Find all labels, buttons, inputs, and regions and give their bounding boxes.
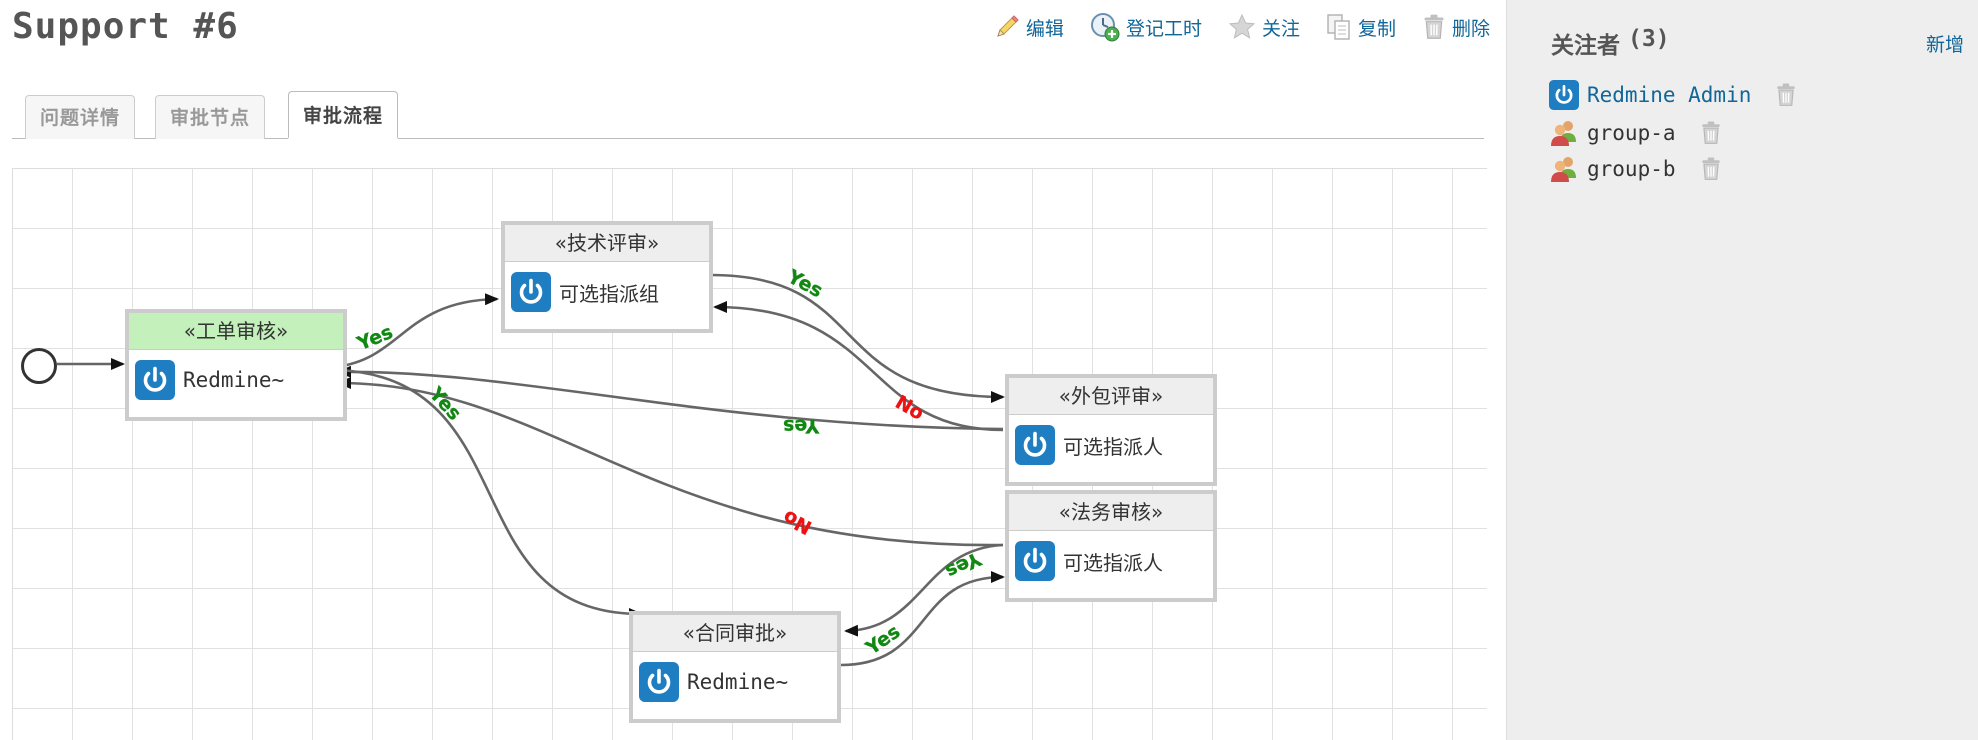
link-n1-n2 [334,293,499,369]
node-legal-review[interactable]: «法务审核» 可选指派人 [1005,490,1217,602]
issue-tabs: 问题详情 审批节点 审批流程 [12,90,1484,139]
watchers-title: 关注者 (3) [1551,26,1670,60]
tab-approval-nodes[interactable]: 审批节点 [155,95,266,139]
node-outsource-review[interactable]: «外包评审» 可选指派人 [1005,374,1217,486]
link-n2-n3 [710,273,1005,403]
link-n1-n5 [337,368,643,620]
copy-link[interactable]: 复制 [1326,13,1396,41]
clock-add-icon [1090,13,1120,42]
delete-link[interactable]: 删除 [1422,14,1490,41]
watchers-title-text: 关注者 [1551,33,1620,59]
watchers-count: (3) [1628,26,1670,52]
star-icon [1228,13,1256,39]
edit-label: 编辑 [1025,17,1064,40]
pencil-icon [997,15,1019,37]
power-icon [1549,80,1579,110]
watcher-name[interactable]: Redmine Admin [1587,83,1752,107]
node-assignee: Redmine~ [183,368,285,392]
watch-label: 关注 [1261,17,1300,40]
watcher-item: group-a [1549,116,1722,150]
node-assignee: 可选指派人 [1063,434,1163,459]
watcher-item: group-b [1549,152,1722,186]
workflow-diagram: «工单审核» Redmine~ «技术评审» 可选指派组 «外包评审» 可选指派… [12,168,1487,740]
watcher-name: group-b [1587,157,1676,181]
link-n3-n2 [713,301,1004,432]
node-stereotype: «技术评审» [505,225,709,262]
link-n5-n4 [840,571,1005,667]
power-icon [511,272,551,312]
link-n4-n1 [337,377,1004,547]
group-icon [1549,154,1579,184]
node-stereotype: «法务审核» [1009,494,1213,531]
power-icon [1015,425,1055,465]
group-icon [1549,118,1579,148]
node-stereotype: «工单审核» [129,313,343,350]
power-icon [639,662,679,702]
trash-icon [1422,14,1446,40]
node-assignee: Redmine~ [687,670,789,694]
trash-icon[interactable] [1700,157,1722,181]
add-watcher-link[interactable]: 新增 [1925,34,1964,56]
log-time-label: 登记工时 [1125,17,1202,40]
watcher-item: Redmine Admin [1549,78,1797,112]
copy-label: 复制 [1357,17,1396,40]
watcher-name: group-a [1587,121,1676,145]
log-time-link[interactable]: 登记工时 [1090,12,1202,42]
workflow-links [57,273,1005,667]
node-assignee: 可选指派人 [1063,550,1163,575]
node-stereotype: «合同审批» [633,615,837,652]
trash-icon[interactable] [1700,121,1722,145]
copy-icon [1327,14,1350,40]
start-node [21,348,57,384]
trash-icon[interactable] [1775,83,1797,107]
node-tech-review[interactable]: «技术评审» 可选指派组 [501,221,713,333]
edge-label-yes: Yes [783,415,820,437]
contextual-actions: 编辑 登记工时 关注 [994,12,1490,42]
power-icon [1015,541,1055,581]
edit-link[interactable]: 编辑 [994,14,1064,41]
sidebar: 关注者 (3) 新增 Redmine Admin group-a group-b [1506,0,1978,740]
power-icon [135,360,175,400]
link-n3-n1 [337,365,1004,431]
watch-link[interactable]: 关注 [1228,13,1300,41]
node-ticket-review[interactable]: «工单审核» Redmine~ [125,309,347,421]
tab-issue-details[interactable]: 问题详情 [25,95,136,139]
node-contract-approval[interactable]: «合同审批» Redmine~ [629,611,841,723]
tab-approval-flow[interactable]: 审批流程 [288,91,399,139]
node-stereotype: «外包评审» [1009,378,1213,415]
link-n4-n5 [844,543,1004,637]
issue-title: Support #6 [12,6,239,47]
delete-label: 删除 [1451,17,1490,40]
main-content: Support #6 编辑 登记工时 关注 [12,6,1490,740]
node-assignee: 可选指派组 [559,281,659,306]
